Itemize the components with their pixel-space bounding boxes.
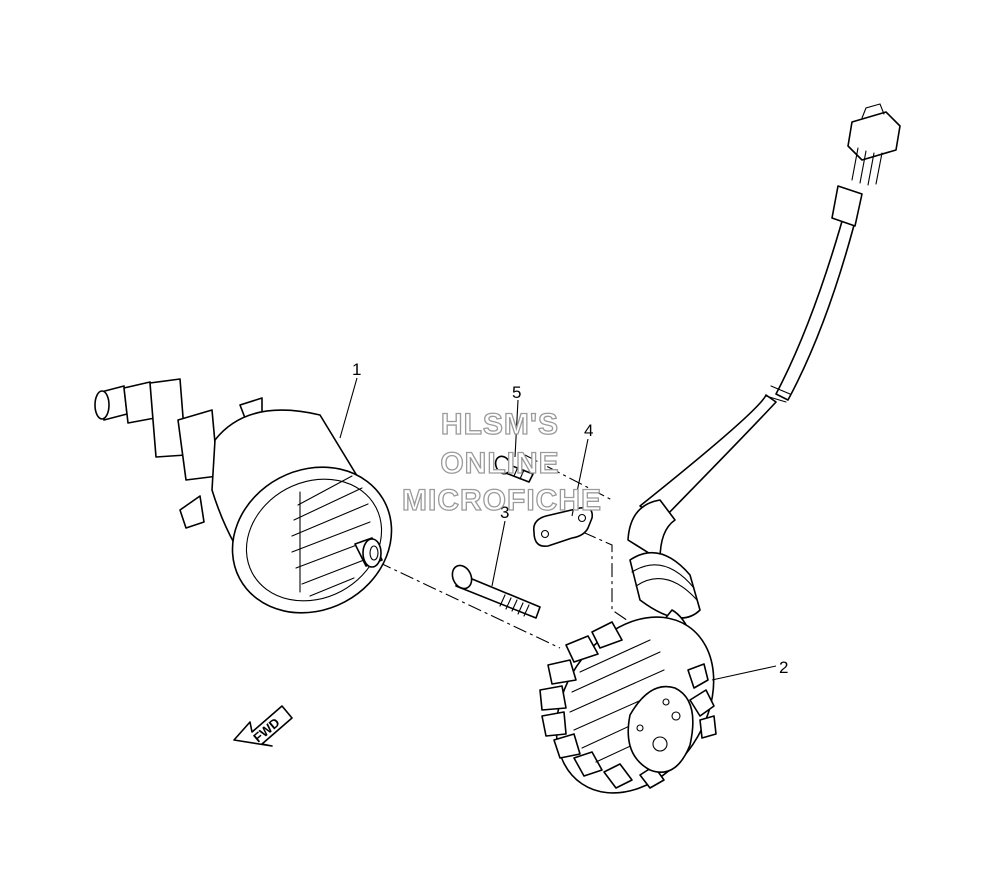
callout-5: 5 — [512, 383, 521, 402]
callout-2: 2 — [779, 658, 788, 677]
callout-4: 4 — [584, 421, 593, 440]
callout-1: 1 — [352, 360, 361, 379]
stator-teeth — [539, 621, 717, 789]
watermark-line-3: MICROFICHE — [402, 484, 602, 517]
callout-3: 3 — [500, 503, 509, 522]
long-bolt — [451, 564, 541, 619]
rotor-assembly — [94, 378, 393, 614]
short-screw — [494, 455, 534, 483]
leader-lines — [339, 377, 777, 681]
watermark-line-1: HLSM'S — [441, 408, 559, 441]
watermark-line-2: ONLINE — [440, 447, 559, 480]
stator-assembly — [539, 103, 901, 794]
rotor-magnet-slots — [291, 475, 371, 597]
forward-arrow: FWD — [233, 705, 293, 747]
clamp-plate — [532, 506, 594, 548]
watermark: HLSM'S ONLINE MICROFICHE — [401, 407, 602, 517]
